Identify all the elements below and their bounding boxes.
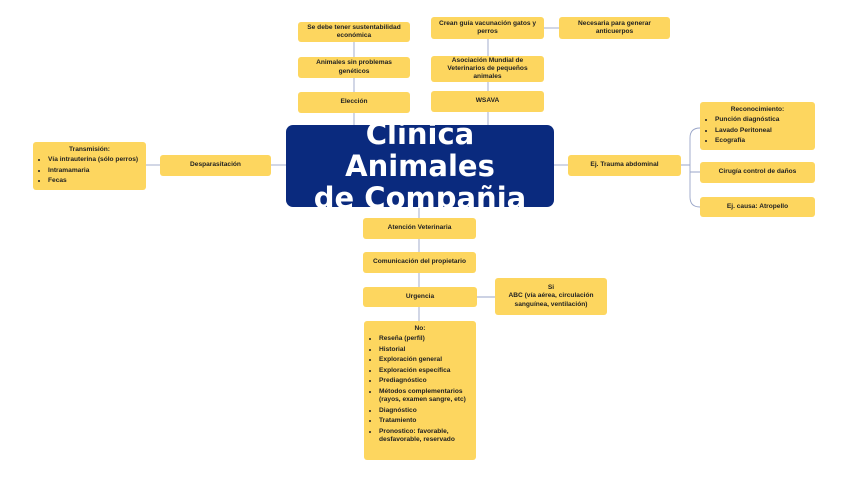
node-recognition-title: Reconocimiento:	[730, 106, 785, 113]
node-choice[interactable]: Elección	[298, 92, 410, 113]
link-trauma-children	[681, 127, 701, 208]
no-urgency-item: Reseña (perfil)	[379, 335, 470, 343]
node-urgency-no[interactable]: No: Reseña (perfil) Historial Exploració…	[364, 321, 476, 460]
node-world-association-label: Asociación Mundial de Veterinarios de pe…	[447, 56, 528, 81]
node-damage-control-surgery[interactable]: Cirugía control de daños	[700, 162, 815, 183]
node-wsava-label: WSAVA	[475, 97, 500, 105]
central-topic-line-1: Clínica Animales	[345, 117, 495, 183]
no-urgency-item: Pronostico: favorable, desfavorable, res…	[379, 428, 470, 444]
node-owner-communication-label: Comunicación del propietario	[372, 258, 467, 266]
node-economic-sustainability-label: Se debe tener sustentabilidad económica	[307, 23, 401, 39]
node-abdominal-trauma[interactable]: Ej. Trauma abdominal	[568, 155, 681, 176]
node-vaccination-guide[interactable]: Crean guía vacunación gatos y perros	[431, 17, 544, 39]
node-choice-label: Elección	[340, 98, 368, 106]
transmission-list: Vía intrauterina (sólo perros) Intramama…	[39, 156, 140, 185]
node-cause-label: Ej. causa: Atropello	[726, 202, 789, 210]
node-antibodies-label: Necesaria para generar anticuerpos	[578, 19, 651, 35]
node-wsava[interactable]: WSAVA	[431, 91, 544, 112]
node-deworming[interactable]: Desparasitación	[160, 155, 271, 176]
node-genetic-problems-label: Animales sin problemas genéticos	[316, 59, 392, 75]
node-antibodies[interactable]: Necesaria para generar anticuerpos	[559, 17, 670, 39]
transmission-item: Intramamaria	[48, 167, 140, 175]
no-urgency-item: Tratamiento	[379, 417, 470, 425]
recognition-item: Lavado Peritoneal	[715, 127, 809, 135]
node-damage-control-surgery-label: Cirugía control de daños	[718, 168, 797, 176]
node-urgency[interactable]: Urgencia	[363, 287, 477, 307]
no-urgency-item: Métodos complementarios (rayos, examen s…	[379, 388, 470, 404]
node-economic-sustainability[interactable]: Se debe tener sustentabilidad económica	[298, 22, 410, 42]
no-urgency-list: Reseña (perfil) Historial Exploración ge…	[370, 335, 470, 444]
node-abdominal-trauma-label: Ej. Trauma abdominal	[590, 161, 659, 169]
node-veterinary-care-label: Atención Veterinaria	[387, 224, 452, 232]
node-cause[interactable]: Ej. causa: Atropello	[700, 197, 815, 217]
node-veterinary-care[interactable]: Atención Veterinaria	[363, 218, 476, 239]
recognition-item: Ecografía	[715, 137, 809, 145]
node-recognition[interactable]: Reconocimiento: Punción diagnóstica Lava…	[700, 102, 815, 150]
node-urgency-yes[interactable]: Si ABC (vía aérea, circulación sanguínea…	[495, 278, 607, 315]
node-urgency-yes-title: Si	[547, 284, 555, 292]
transmission-item: Fecas	[48, 177, 140, 185]
transmission-item: Vía intrauterina (sólo perros)	[48, 156, 140, 164]
node-urgency-yes-text: ABC (vía aérea, circulación sanguínea, v…	[508, 292, 594, 308]
no-urgency-item: Diagnóstico	[379, 407, 470, 415]
node-vaccination-guide-label: Crean guía vacunación gatos y perros	[438, 19, 537, 35]
node-world-association[interactable]: Asociación Mundial de Veterinarios de pe…	[431, 56, 544, 82]
node-urgency-no-title: No:	[414, 325, 426, 332]
central-topic[interactable]: Clínica Animales de Compañia	[286, 118, 554, 214]
no-urgency-item: Prediagnóstico	[379, 377, 470, 385]
node-genetic-problems[interactable]: Animales sin problemas genéticos	[298, 57, 410, 78]
node-transmission[interactable]: Transmisión: Vía intrauterina (sólo perr…	[33, 142, 146, 190]
no-urgency-item: Exploración general	[379, 356, 470, 364]
no-urgency-item: Historial	[379, 346, 470, 354]
recognition-item: Punción diagnóstica	[715, 116, 809, 124]
node-deworming-label: Desparasitación	[190, 161, 241, 169]
recognition-list: Punción diagnóstica Lavado Peritoneal Ec…	[706, 116, 809, 145]
central-topic-line-2: de Compañia	[313, 181, 527, 215]
no-urgency-item: Exploración específica	[379, 367, 470, 375]
node-urgency-label: Urgencia	[405, 292, 435, 300]
node-owner-communication[interactable]: Comunicación del propietario	[363, 252, 476, 273]
node-transmission-title: Transmisión:	[68, 146, 111, 153]
